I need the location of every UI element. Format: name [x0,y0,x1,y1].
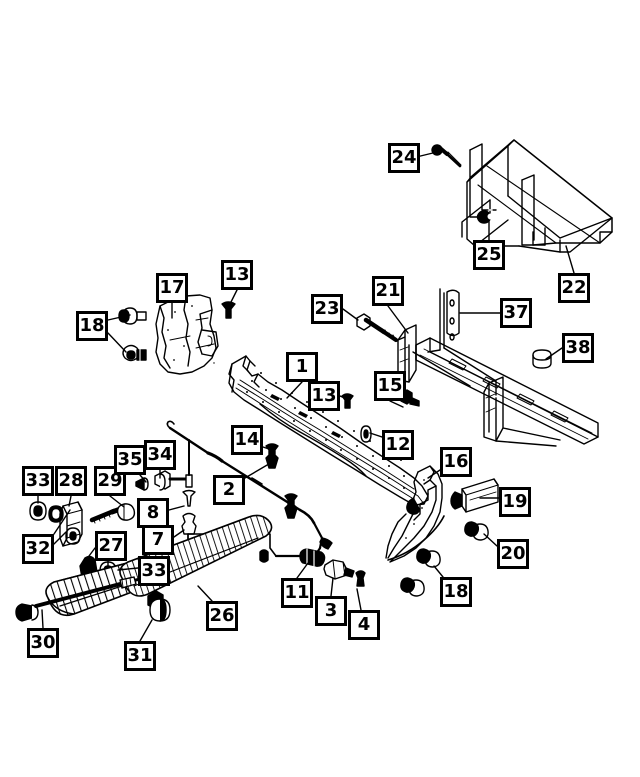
part-bracket-right [155,294,219,375]
callout-mounting-plate[interactable]: 37 [500,298,532,328]
part-long-bolt [431,144,462,168]
callout-connector[interactable]: 11 [281,578,313,608]
part-push-pin-14 [265,443,279,469]
callout-push-pin-retainer[interactable]: 7 [142,525,174,555]
part-connector-11 [299,548,326,567]
part-nut-retainer-18c [400,577,425,597]
callout-bracket-support[interactable]: 27 [95,531,127,561]
part-flange-bolt-31 [147,590,171,622]
callout-hitch-receiver-beam[interactable]: 22 [558,273,590,303]
callout-long-hex-bolt[interactable]: 30 [27,628,59,658]
part-socket-housing [323,559,355,580]
part-washer-28 [48,505,64,523]
part-stud-34 [154,439,193,491]
callout-bulb-socket[interactable]: 4 [348,610,380,640]
part-carriage-bolt [89,503,136,524]
callout-plastic-rivet[interactable]: 8 [137,498,169,528]
callout-push-nut[interactable]: 20 [497,539,529,569]
part-cap-plug [532,349,552,369]
part-nut-retainer-18b [416,548,441,568]
callout-stud[interactable]: 34 [144,440,176,470]
part-screw-13b [341,393,354,409]
callout-nut-retainer[interactable]: 18 [76,311,108,341]
callout-washer-flat[interactable]: 33 [22,466,54,496]
callout-wiring-harness[interactable]: 2 [213,475,245,505]
part-rear-bumper-fascia [213,355,429,506]
leader-lines [37,151,575,642]
part-screw-13 [221,301,236,319]
part-bushing-35 [135,477,149,491]
callout-step-pad[interactable]: 26 [206,601,238,631]
part-step-trim-cover [450,478,499,513]
callout-nut[interactable]: 25 [473,240,505,270]
callout-cap-plug[interactable]: 38 [562,333,594,363]
part-push-nut-20 [464,521,489,541]
part-bracket-left [385,465,445,563]
callout-carriage-bolt[interactable]: 29 [94,466,126,496]
callout-grommet-plug[interactable]: 12 [382,430,414,460]
callout-bolt[interactable]: 15 [374,371,406,401]
part-hitch-receiver-beam [461,139,613,253]
callout-socket-housing[interactable]: 3 [315,596,347,626]
callout-long-bolt[interactable]: 24 [388,143,420,173]
part-mounting-plate [439,288,460,351]
callout-bracket-right[interactable]: 17 [156,273,188,303]
callout-hex-bolt[interactable]: 23 [311,294,343,324]
callout-push-pin[interactable]: 14 [231,425,263,455]
callout-rear-bumper-fascia[interactable]: 1 [286,352,318,382]
callout-washer-flat[interactable]: 33 [138,556,170,586]
part-grommet-plug [360,425,372,443]
part-nut-retainer-18 [118,307,147,325]
part-reinforcement-bar [397,324,599,447]
callout-screw[interactable]: 13 [308,381,340,411]
callout-bracket-left[interactable]: 16 [440,447,472,477]
callout-spacer[interactable]: 32 [22,534,54,564]
part-nut-retainer-18d [122,344,147,363]
part-push-pin-14b [284,493,298,519]
callout-washer[interactable]: 28 [55,466,87,496]
part-washer-33 [29,501,47,521]
part-hex-bolt [356,313,399,343]
part-washer-spacer-32b [65,527,81,545]
part-bulb-socket [355,570,366,587]
part-plastic-rivet-8 [182,489,196,507]
callout-step-trim-cover[interactable]: 19 [499,487,531,517]
callout-screw[interactable]: 13 [221,260,253,290]
callout-nut-retainer[interactable]: 18 [440,577,472,607]
callout-flange-bolt[interactable]: 31 [124,641,156,671]
callout-reinforcement-bar[interactable]: 21 [372,276,404,306]
callout-bushing[interactable]: 35 [114,445,146,475]
